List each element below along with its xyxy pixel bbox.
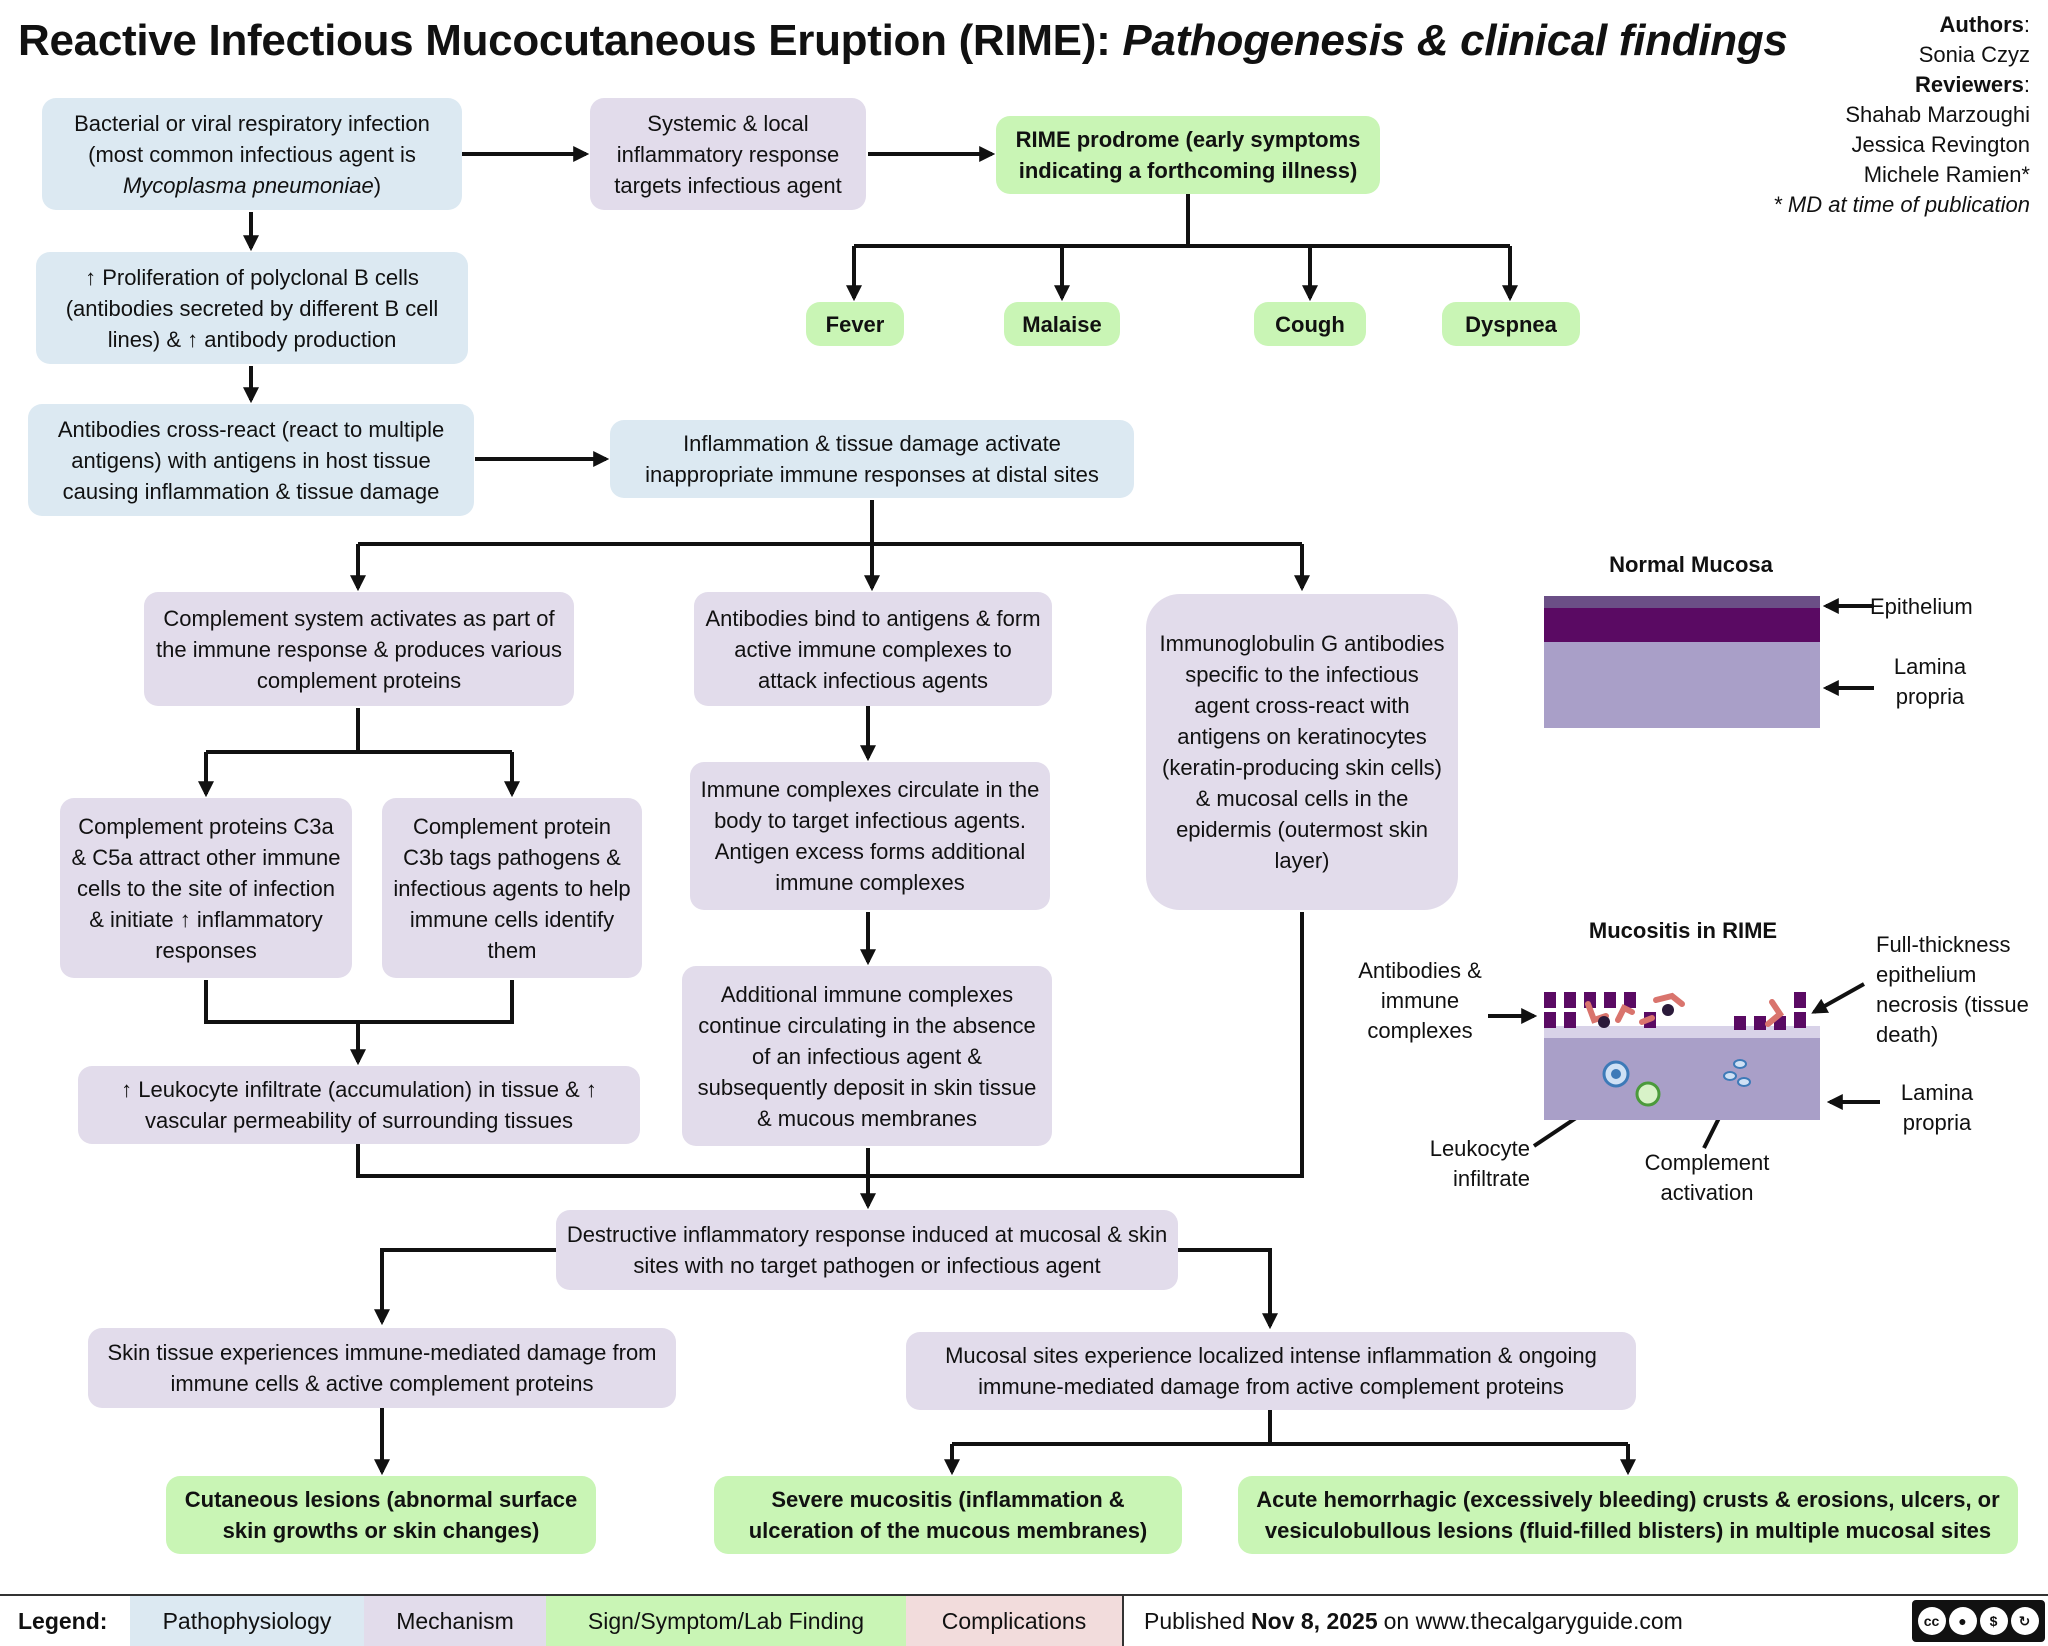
leukocyte-cell-2 bbox=[1635, 1081, 1661, 1107]
box-cutaneous-lesions: Cutaneous lesions (abnormal surface skin… bbox=[166, 1476, 596, 1554]
necrosis-label: Full-thickness epithelium necrosis (tiss… bbox=[1876, 932, 2029, 1047]
necrotic-epithelium-cells bbox=[1544, 992, 1806, 1030]
legend-title: Legend: bbox=[18, 1607, 108, 1634]
mucositis-illustration bbox=[1544, 992, 1820, 1120]
legend-pathophysiology: Pathophysiology bbox=[130, 1596, 364, 1646]
page-subtitle: Pathogenesis & clinical findings bbox=[1122, 16, 1788, 65]
box-igg: Immunoglobulin G antibodies specific to … bbox=[1146, 594, 1458, 910]
box-prodrome: RIME prodrome (early symptoms indicating… bbox=[996, 116, 1380, 194]
box-immune-complexes: Antibodies bind to antigens & form activ… bbox=[694, 592, 1052, 706]
box-mucosal-damage: Mucosal sites experience localized inten… bbox=[906, 1332, 1636, 1410]
box-destructive: Destructive inflammatory response induce… bbox=[556, 1210, 1178, 1290]
reviewers-label: Reviewers bbox=[1915, 72, 2024, 97]
lamina-propria-layer bbox=[1544, 642, 1820, 728]
box-severe-mucositis: Severe mucositis (inflammation & ulcerat… bbox=[714, 1476, 1182, 1554]
box-dyspnea: Dyspnea bbox=[1442, 302, 1580, 346]
arrow-mucosal-damage bbox=[1178, 1248, 1278, 1330]
reviewer-1: Shahab Marzoughi bbox=[1845, 102, 2030, 127]
antibodies-label: Antibodies & immune complexes bbox=[1358, 958, 1482, 1043]
legend-sign-symptom: Sign/Symptom/Lab Finding bbox=[546, 1596, 906, 1646]
legend-bar: Legend: Pathophysiology Mechanism Sign/S… bbox=[0, 1594, 2048, 1646]
arrow-necrosis bbox=[1811, 982, 1865, 1014]
complement-proteins bbox=[1723, 1059, 1751, 1087]
box-c3b: Complement protein C3b tags pathogens & … bbox=[382, 798, 642, 978]
epithelium-label: Epithelium bbox=[1870, 594, 1973, 619]
authors-block: Authors: Sonia Czyz Reviewers: Shahab Ma… bbox=[1773, 12, 2030, 217]
reviewer-3: Michele Ramien* bbox=[1863, 162, 2030, 187]
rime-thin-epithelium bbox=[1544, 1026, 1820, 1038]
box-c3a-c5a: Complement proteins C3a & C5a attract ot… bbox=[60, 798, 352, 978]
box-complement-system: Complement system activates as part of t… bbox=[144, 592, 574, 706]
leukocyte-infiltrate-label: Leukocyte infiltrate bbox=[1429, 1136, 1530, 1191]
arrow-skin-damage bbox=[374, 1248, 558, 1326]
top-band bbox=[1544, 596, 1820, 608]
normal-mucosa-title: Normal Mucosa bbox=[1609, 552, 1773, 577]
box-cross-react: Antibodies cross-react (react to multipl… bbox=[28, 404, 474, 516]
infectious-agent-name: Mycoplasma pneumoniae bbox=[122, 172, 374, 198]
box-skin-damage: Skin tissue experiences immune-mediated … bbox=[88, 1328, 676, 1408]
published-date: Nov 8, 2025 bbox=[1251, 1607, 1378, 1634]
box-leukocyte: ↑ Leukocyte infiltrate (accumulation) in… bbox=[78, 1066, 640, 1144]
complement-activation-label: Complement activation bbox=[1644, 1150, 1770, 1205]
lamina-propria-label-1: Lamina propria bbox=[1893, 654, 1967, 709]
normal-mucosa-illustration bbox=[1544, 596, 1820, 728]
immune-complex-1 bbox=[1598, 1016, 1610, 1028]
creative-commons-icon: cc●$↻ bbox=[1911, 1600, 2045, 1642]
rime-lamina-layer bbox=[1544, 1036, 1820, 1120]
immune-complex-2 bbox=[1662, 1004, 1674, 1016]
authors-label: Authors bbox=[1939, 12, 2024, 37]
box-hemorrhagic-lesions: Acute hemorrhagic (excessively bleeding)… bbox=[1238, 1476, 2018, 1554]
lamina-propria-label-2: Lamina propria bbox=[1900, 1080, 1974, 1135]
epithelium-layer bbox=[1544, 608, 1820, 642]
published-site[interactable]: on www.thecalgaryguide.com bbox=[1383, 1607, 1683, 1634]
box-circulate: Immune complexes circulate in the body t… bbox=[690, 762, 1050, 910]
legend-complications: Complications bbox=[906, 1596, 1122, 1646]
box-distal: Inflammation & tissue damage activate in… bbox=[610, 420, 1134, 498]
box-fever: Fever bbox=[806, 302, 904, 346]
page-title: Reactive Infectious Mucocutaneous Erupti… bbox=[18, 16, 1788, 65]
published-prefix: Published bbox=[1144, 1607, 1246, 1634]
c3-join bbox=[204, 980, 514, 1024]
mucositis-rime-title: Mucositis in RIME bbox=[1588, 918, 1778, 943]
authors-note: * MD at time of publication bbox=[1773, 192, 2030, 217]
box-proliferation: ↑ Proliferation of polyclonal B cells (a… bbox=[36, 252, 468, 364]
box-infection: Bacterial or viral respiratory infection… bbox=[42, 98, 462, 210]
box-malaise: Malaise bbox=[1004, 302, 1120, 346]
license-badge[interactable]: cc●$↻ bbox=[1908, 1596, 2048, 1646]
box-cough: Cough bbox=[1254, 302, 1366, 346]
legend-mechanism: Mechanism bbox=[364, 1596, 546, 1646]
antibody-shapes bbox=[1585, 992, 1784, 1027]
author-1: Sonia Czyz bbox=[1918, 42, 2030, 67]
box-systemic: Systemic & local inflammatory response t… bbox=[590, 98, 866, 210]
reviewer-2: Jessica Revington bbox=[1851, 132, 2030, 157]
published-info: Published Nov 8, 2025 on www.thecalgaryg… bbox=[1122, 1596, 1908, 1646]
box-additional: Additional immune complexes continue cir… bbox=[682, 966, 1052, 1146]
